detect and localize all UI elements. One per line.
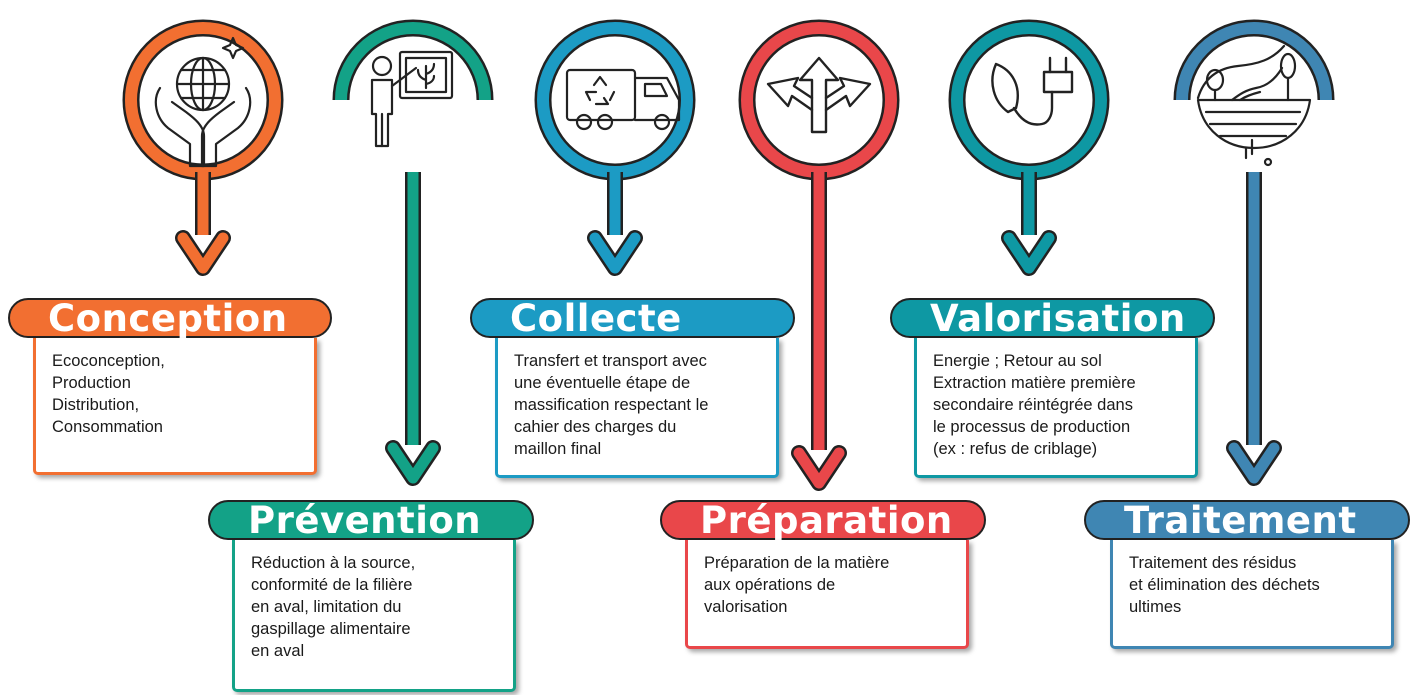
step-title: Prévention (208, 499, 534, 542)
step-description: Réduction à la source, conformité de la … (251, 554, 416, 660)
teacher-presentation-icon (370, 50, 454, 148)
step-title: Valorisation (890, 297, 1215, 340)
step-conception-ring (122, 19, 284, 276)
step-description-box: Réduction à la source, conformité de la … (232, 540, 516, 692)
globe-in-hands-icon (154, 36, 252, 168)
split-arrows-icon (766, 56, 872, 134)
leaf-plug-icon (991, 56, 1074, 126)
step-description-box: Ecoconception, Production Distribution, … (33, 338, 317, 475)
step-title: Traitement (1084, 499, 1410, 542)
step-description-box: Préparation de la matière aux opérations… (685, 540, 969, 649)
step-description: Préparation de la matière aux opérations… (704, 554, 890, 616)
step-valorisation-ring (948, 19, 1110, 276)
step-description-box: Energie ; Retour au sol Extraction matiè… (914, 338, 1198, 478)
landfill-landscape-icon (1196, 44, 1312, 167)
step-description: Energie ; Retour au sol Extraction matiè… (933, 352, 1136, 458)
step-title: Collecte (470, 297, 795, 340)
step-title: Conception (8, 297, 332, 340)
step-description: Traitement des résidus et élimination de… (1129, 554, 1320, 616)
recycling-truck-icon (565, 68, 681, 131)
step-description-box: Transfert et transport avec une éventuel… (495, 338, 779, 478)
step-collecte-ring (534, 19, 696, 276)
step-traitement-ring (1173, 19, 1335, 486)
step-prevention-ring (332, 19, 494, 486)
step-description: Transfert et transport avec une éventuel… (514, 352, 709, 458)
step-preparation-ring (738, 19, 900, 491)
step-description: Ecoconception, Production Distribution, … (52, 352, 165, 436)
step-title: Préparation (660, 499, 986, 542)
step-description-box: Traitement des résidus et élimination de… (1110, 540, 1394, 649)
